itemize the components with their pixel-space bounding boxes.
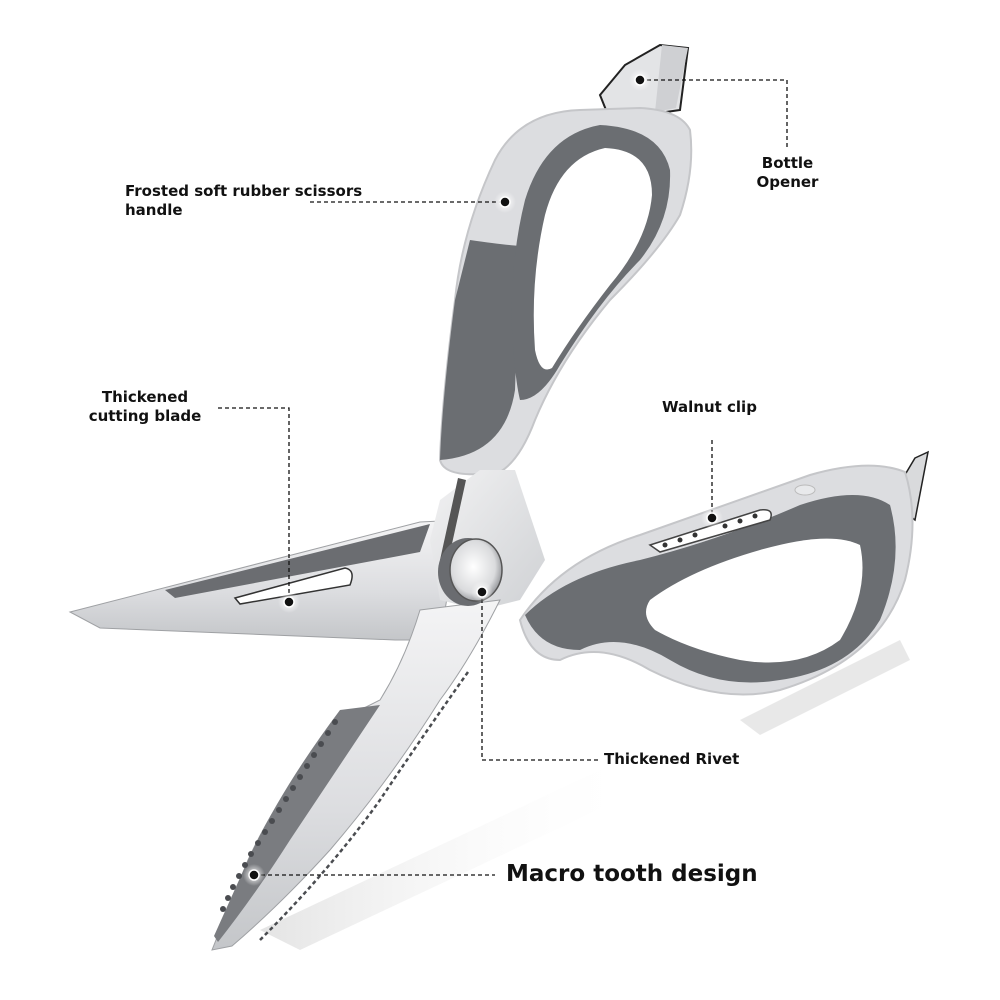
callout-label-handle-line2: handle [125, 200, 183, 219]
upper-handle [438, 43, 693, 476]
callout-label-handle: Frosted soft rubber scissors handle [125, 182, 362, 220]
callout-label-bottle-opener-line2: Opener [756, 172, 819, 191]
callout-label-bottle-opener-line1: Bottle [761, 154, 814, 172]
callout-line-rivet [481, 592, 600, 761]
callout-line-blade [218, 407, 290, 602]
callout-lines [218, 79, 788, 876]
callout-dots [243, 69, 723, 886]
callout-label-blade: Thickened cutting blade [78, 388, 212, 426]
upper-blade [68, 519, 461, 641]
callout-label-blade-line1: Thickened [101, 388, 189, 406]
callout-label-bottle-opener: Bottle Opener [750, 154, 825, 192]
drop-shadow [260, 640, 910, 950]
right-handle [518, 450, 930, 696]
callout-label-handle-line1: Frosted soft rubber scissors [125, 182, 363, 200]
callout-label-blade-line2: cutting blade [88, 406, 202, 425]
callout-label-rivet: Thickened Rivet [604, 750, 740, 768]
callout-label-teeth: Macro tooth design [506, 861, 758, 887]
tooth-row [220, 719, 338, 912]
callout-line-bottle-opener [640, 79, 788, 150]
callout-label-walnut-clip: Walnut clip [662, 398, 757, 416]
